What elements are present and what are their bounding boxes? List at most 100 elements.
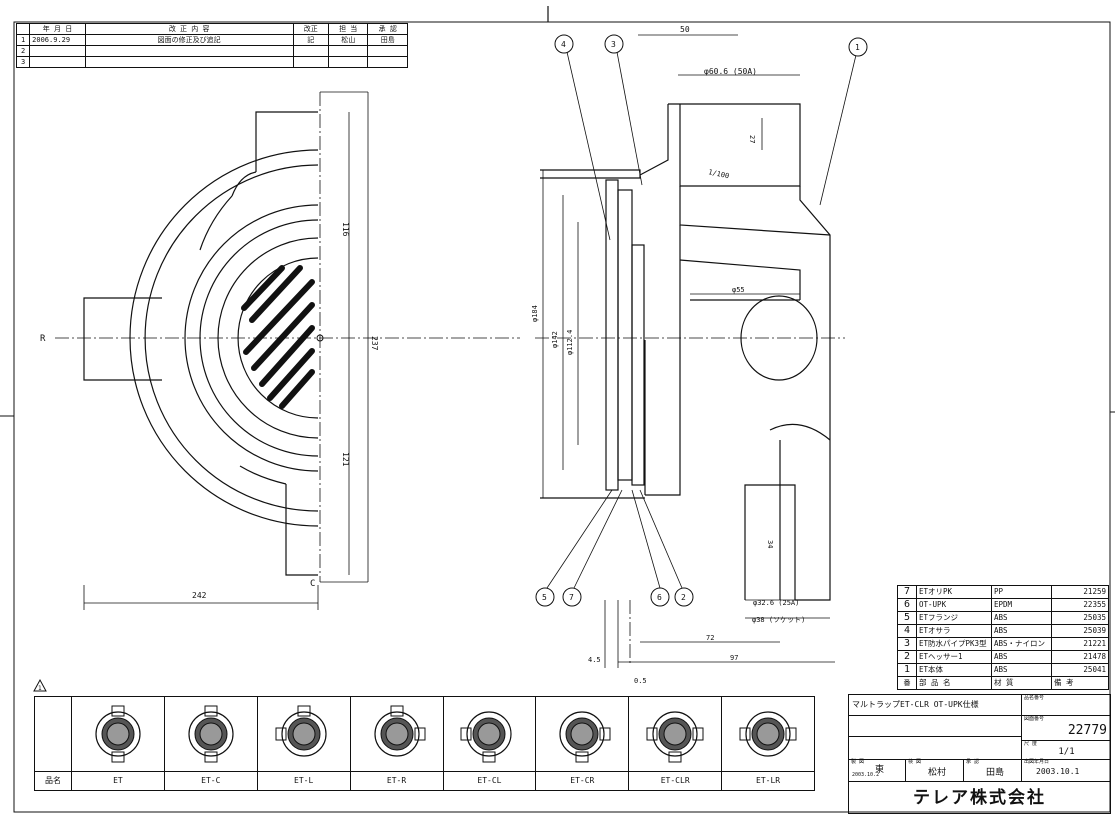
part-material: ABS: [991, 663, 1052, 677]
drawing-number: 22779: [1067, 723, 1107, 738]
revision-row: 3: [15, 56, 408, 68]
dim-phi-184: φ184: [531, 305, 539, 322]
part-code: 21259: [1051, 585, 1109, 599]
dim-phi-142: φ142: [551, 331, 559, 348]
dim-slope: 1/100: [708, 168, 730, 180]
part-name: ET防水パイプPK3型: [916, 637, 992, 651]
rev-date: [29, 45, 86, 57]
scale-label: 尺 度: [1024, 741, 1038, 747]
variant-name: ET-C: [164, 771, 257, 790]
dim-116: 116: [341, 222, 350, 237]
centerline-c-label: C: [310, 579, 315, 589]
dim-72: 72: [706, 634, 714, 642]
dim-27: 27: [748, 135, 756, 143]
centerline-r-label: R: [40, 334, 46, 344]
variant-trap-icon: [739, 711, 797, 757]
variant-label: 品名: [35, 771, 71, 790]
rev-content: [84, 45, 294, 57]
balloon-7: 7: [569, 593, 574, 602]
revision-header-row: 年 月 日 改 正 内 容 改正 担 当 承 認: [15, 23, 408, 35]
revision-row: 2: [15, 45, 408, 57]
title-block: マルトラップET-CLR OT-UPK仕様 品名番号 図面番号 22779 尺 …: [848, 694, 1111, 814]
dim-phi-32-6: φ32.6 (25A): [753, 599, 799, 607]
balloon-5: 5: [542, 593, 547, 602]
company-name: テレア株式会社: [849, 781, 1110, 814]
variant-name: ET-CL: [443, 771, 536, 790]
balloon-1: 1: [855, 43, 860, 52]
variant-strip: 品名 ET ET-C ET-L ET-R ET-CL ET-CR ET-CLR …: [34, 696, 815, 791]
dim-phi-60-6: φ60.6 (50A): [704, 67, 757, 76]
sheet-label: 品名番号: [1024, 695, 1045, 701]
plan-view: [83, 111, 319, 576]
dim-237: 237: [370, 336, 379, 351]
variant-cell: ET-L: [257, 697, 351, 790]
rev-by: [327, 56, 369, 68]
variant-name: ET-CLR: [629, 771, 722, 790]
variant-trap-icon: [275, 705, 327, 757]
issue-date: 2003.10.1: [1036, 767, 1080, 776]
part-name: ETヘッサー1: [916, 650, 992, 664]
parts-header-name: 部 品 名: [916, 676, 992, 690]
plan-dimensions: [83, 91, 369, 610]
rev-content: 図面の修正及び追記: [84, 34, 294, 46]
product-name: マルトラップET-CLR OT-UPK仕様: [849, 695, 1024, 716]
rev-content: [84, 56, 294, 68]
rev-header-approved: 承 認: [367, 23, 408, 35]
variant-trap-icon: [646, 711, 704, 763]
rev-header-by: 担 当: [327, 23, 369, 35]
part-code: 25039: [1051, 624, 1109, 638]
variant-cell: ET-R: [350, 697, 444, 790]
part-no: 6: [897, 598, 917, 612]
rev-approved: [367, 56, 408, 68]
rev-date: [29, 56, 86, 68]
rev-by: 松山: [327, 34, 369, 46]
variant-trap-icon: [460, 711, 513, 763]
revision-row: 1 2006.9.29 図面の修正及び追記 記 松山 田島: [15, 34, 408, 46]
drawing-no-label: 図面番号: [1024, 716, 1045, 722]
part-material: PP: [991, 585, 1052, 599]
section-dimensions: [542, 34, 835, 668]
variant-trap-icon: [559, 711, 611, 763]
checked-cell: 検 図 松村: [905, 759, 964, 781]
variant-trap-icon: [95, 705, 141, 763]
rev-by: [327, 45, 369, 57]
plan-centerlines: [55, 92, 845, 665]
variant-cell: ET: [72, 697, 165, 790]
revision-triangle-number: 1: [38, 685, 42, 692]
grate-bars: [241, 265, 315, 409]
issue-date-cell: 出図年月日 2003.10.1: [1021, 759, 1111, 781]
revision-triangle: [33, 678, 47, 692]
rev-code: [292, 56, 329, 68]
part-no: 5: [897, 611, 917, 625]
part-material: EPDM: [991, 598, 1052, 612]
parts-header-no: 番: [897, 676, 917, 690]
variant-cell: ET-LR: [722, 697, 814, 790]
rev-no: 1: [15, 34, 31, 46]
variant-cell: ET-CLR: [629, 697, 723, 790]
part-material: ABS・ナイロン: [991, 637, 1052, 651]
rev-approved: [367, 45, 408, 57]
drafted-cell: 製 図 東 2003.10.2: [851, 759, 885, 778]
dim-phi-55: φ55: [732, 286, 745, 294]
part-no: 1: [897, 663, 917, 677]
variant-cell: ET-CR: [536, 697, 630, 790]
part-code: 21478: [1051, 650, 1109, 664]
scale-value: 1/1: [1058, 747, 1075, 757]
part-name: ETオリPK: [916, 585, 992, 599]
dim-242: 242: [192, 591, 207, 600]
rev-code: [292, 45, 329, 57]
balloon-2: 2: [681, 593, 686, 602]
dim-4-5: 4.5: [588, 656, 601, 664]
rev-header-content: 改 正 内 容: [84, 23, 294, 35]
variant-name: ET-L: [257, 771, 350, 790]
balloon-circles: [535, 34, 868, 607]
part-material: ABS: [991, 611, 1052, 625]
checked-by: 松村: [928, 768, 947, 778]
part-no: 4: [897, 624, 917, 638]
rev-header-date: 年 月 日: [29, 23, 86, 35]
